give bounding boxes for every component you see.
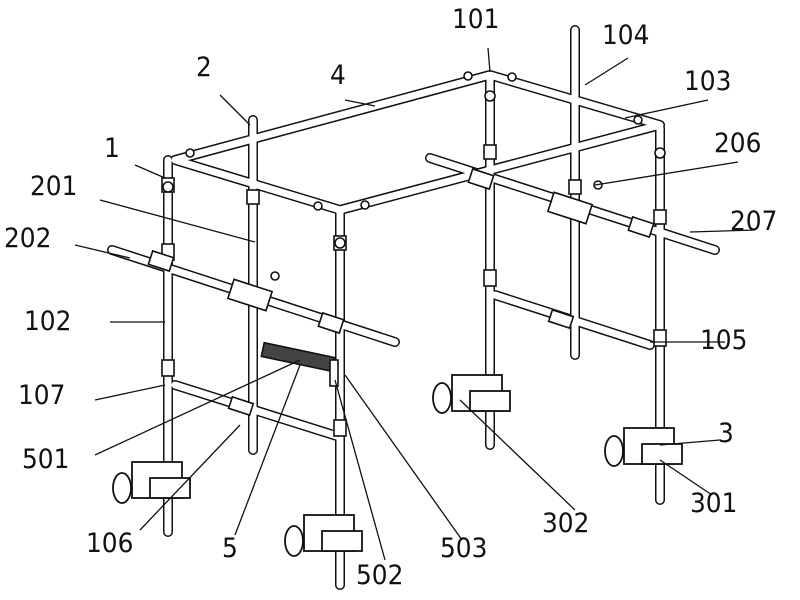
leader-lines bbox=[74, 47, 756, 561]
label-2: 2 bbox=[196, 52, 212, 83]
label-501: 501 bbox=[22, 444, 70, 475]
label-107: 107 bbox=[18, 380, 66, 411]
joints bbox=[147, 71, 667, 437]
label-101: 101 bbox=[452, 4, 500, 35]
clamp-106 bbox=[112, 461, 191, 504]
handle-5 bbox=[260, 341, 339, 387]
label-3: 3 bbox=[718, 418, 734, 449]
label-206: 206 bbox=[714, 128, 762, 159]
label-503: 503 bbox=[440, 533, 488, 564]
label-105: 105 bbox=[700, 325, 748, 356]
clamp-302 bbox=[432, 374, 511, 414]
label-207: 207 bbox=[730, 206, 778, 237]
label-301: 301 bbox=[690, 488, 738, 519]
clamp-3 bbox=[604, 427, 683, 467]
label-106: 106 bbox=[86, 528, 134, 559]
label-4: 4 bbox=[330, 60, 346, 91]
label-302: 302 bbox=[542, 508, 590, 539]
label-102: 102 bbox=[24, 306, 72, 337]
label-5: 5 bbox=[222, 533, 238, 564]
label-201: 201 bbox=[30, 171, 78, 202]
label-502: 502 bbox=[356, 560, 404, 591]
clamps bbox=[112, 374, 683, 557]
label-104: 104 bbox=[602, 20, 650, 51]
pipe-fills bbox=[112, 30, 715, 585]
label-103: 103 bbox=[684, 66, 732, 97]
clamp-502 bbox=[284, 514, 363, 557]
label-1: 1 bbox=[104, 133, 120, 164]
label-202: 202 bbox=[4, 223, 52, 254]
